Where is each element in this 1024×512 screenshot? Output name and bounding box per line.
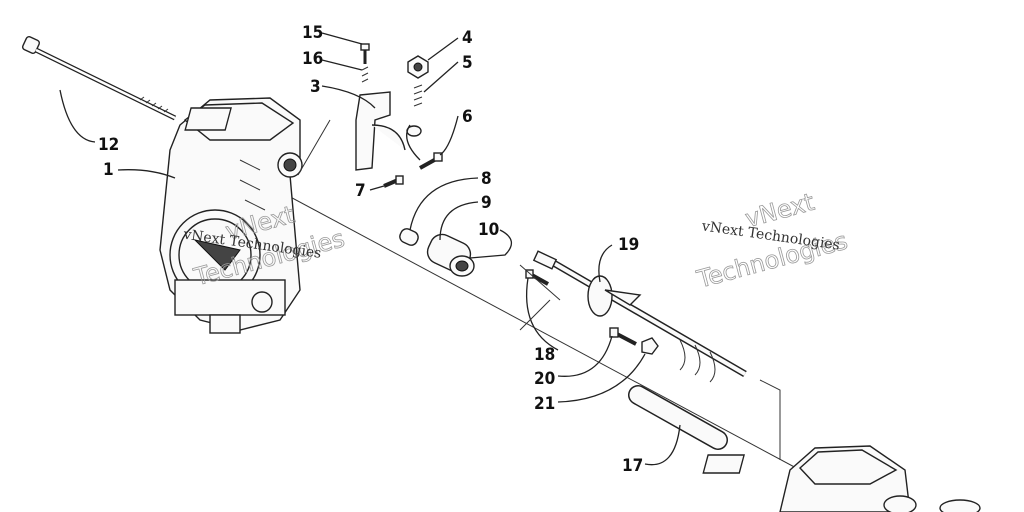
screw-18-part bbox=[525, 269, 549, 286]
callout-6: 6 bbox=[462, 107, 473, 127]
callout-9: 9 bbox=[481, 193, 492, 213]
callout-7: 7 bbox=[355, 181, 366, 201]
screw-5-part bbox=[413, 84, 423, 107]
tube-17-part bbox=[628, 385, 728, 450]
callout-3: 3 bbox=[310, 77, 321, 97]
guide-line-right bbox=[759, 379, 781, 460]
callout-5: 5 bbox=[462, 53, 473, 73]
leader-9 bbox=[439, 201, 479, 241]
through-bolt-part bbox=[21, 35, 177, 121]
assembly-axis-line bbox=[239, 169, 801, 471]
leader-1 bbox=[117, 169, 176, 179]
callout-18: 18 bbox=[534, 345, 555, 365]
bracket-part bbox=[355, 91, 406, 171]
leader-10 bbox=[469, 229, 512, 259]
screw-15-part bbox=[360, 43, 370, 64]
leader-20 bbox=[557, 335, 613, 377]
callout-4: 4 bbox=[462, 28, 473, 48]
shaft-19-part bbox=[532, 250, 747, 383]
callout-19: 19 bbox=[618, 235, 639, 255]
callout-1: 1 bbox=[103, 160, 114, 180]
screw-20-part bbox=[609, 327, 637, 346]
callout-20: 20 bbox=[534, 369, 555, 389]
bushing-8-part bbox=[399, 228, 419, 246]
sleeve-9-part bbox=[426, 233, 475, 277]
callout-21: 21 bbox=[534, 394, 555, 414]
leader-17 bbox=[644, 424, 681, 466]
leader-5 bbox=[423, 61, 459, 93]
guide-lines bbox=[297, 119, 561, 331]
screw-7-part bbox=[383, 175, 404, 188]
carburetor-right-part bbox=[702, 445, 981, 512]
leader-18 bbox=[525, 277, 559, 351]
lockwasher-16-part bbox=[361, 66, 369, 83]
leader-12 bbox=[59, 89, 96, 143]
leader-21 bbox=[557, 353, 646, 403]
callout-17: 17 bbox=[622, 456, 643, 476]
nut-21-part bbox=[641, 337, 659, 355]
leader-7 bbox=[369, 185, 385, 191]
callout-10: 10 bbox=[478, 220, 499, 240]
callout-12: 12 bbox=[98, 135, 119, 155]
callout-8: 8 bbox=[481, 169, 492, 189]
leader-8 bbox=[409, 177, 479, 231]
leader-16 bbox=[321, 59, 363, 71]
leader-4 bbox=[427, 37, 459, 61]
leader-3 bbox=[321, 85, 376, 109]
nut-4-part bbox=[407, 55, 429, 79]
carburetor-left-part bbox=[159, 97, 303, 334]
leader-6 bbox=[439, 115, 459, 156]
leader-19 bbox=[598, 244, 613, 283]
callout-15: 15 bbox=[302, 23, 323, 43]
washer-link bbox=[406, 124, 421, 161]
callout-16: 16 bbox=[302, 49, 323, 69]
screw-6-part bbox=[406, 125, 443, 170]
leader-15 bbox=[321, 32, 363, 45]
